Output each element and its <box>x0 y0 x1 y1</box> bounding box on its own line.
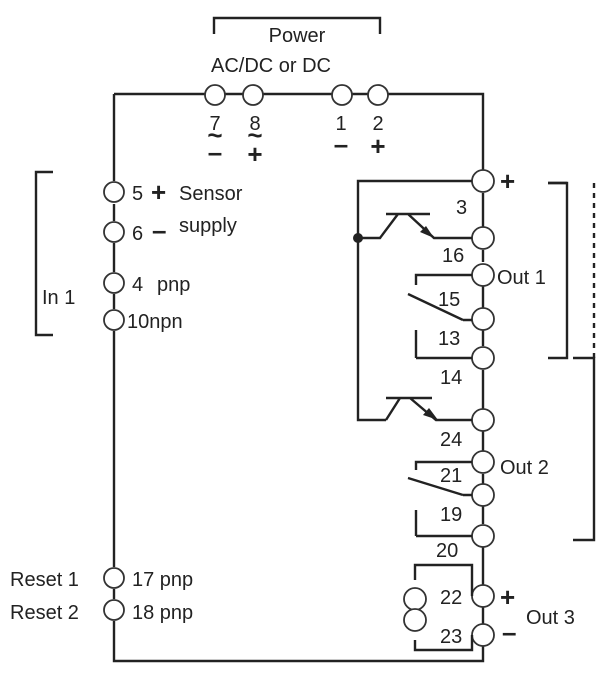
terminal-20 <box>471 524 495 548</box>
sensor-label: Sensor <box>179 183 243 205</box>
terminal-8-label: 8 <box>249 113 260 135</box>
terminal-4-label: 4 <box>132 274 143 296</box>
terminal-4-pnp-label: pnp <box>157 274 190 296</box>
terminal-3 <box>471 169 495 193</box>
terminal-4 <box>103 272 125 294</box>
transistor-2-arrow <box>423 408 438 420</box>
terminal-out1-common <box>471 263 495 287</box>
terminal-6 <box>103 221 125 243</box>
terminal-13 <box>471 307 495 331</box>
out3-label: Out 3 <box>526 607 575 629</box>
terminal-16 <box>471 226 495 250</box>
terminal-3-label: 3 <box>456 197 467 219</box>
out1-label: Out 1 <box>497 267 546 289</box>
supply-label: supply <box>179 215 237 237</box>
terminal-10-npn-label: 10npn <box>127 311 183 333</box>
terminal-5-label: 5 <box>132 183 143 205</box>
relay-contact-out2 <box>407 460 472 538</box>
terminal-2-plus-sign: + <box>370 131 385 161</box>
terminal-out2-common <box>471 450 495 474</box>
terminal-15-label: 15 <box>438 289 460 311</box>
terminal-8-plus-sign: + <box>247 139 262 169</box>
terminal-18-label: 18 pnp <box>132 602 193 624</box>
terminal-14 <box>471 346 495 370</box>
terminal-22-label: 22 <box>440 587 462 609</box>
in1-label: In 1 <box>42 287 75 309</box>
power-bracket <box>212 16 382 34</box>
terminal-10 <box>103 309 125 331</box>
terminal-24-label: 24 <box>440 429 462 451</box>
terminal-8 <box>242 84 264 106</box>
power-title: Power <box>269 25 326 47</box>
current-source-upper-circle <box>403 587 427 611</box>
relay-contact-out1 <box>407 273 472 360</box>
transistor-2 <box>384 396 472 422</box>
terminal-3-plus-sign: + <box>500 166 515 196</box>
power-subtitle: AC/DC or DC <box>211 55 331 77</box>
terminal-14-label: 14 <box>440 367 462 389</box>
out2-bracket <box>548 181 596 542</box>
reset2-label: Reset 2 <box>10 602 79 624</box>
terminal-7-label: 7 <box>209 113 220 135</box>
terminal-2 <box>367 84 389 106</box>
out1-bracket <box>548 181 569 360</box>
terminal-19 <box>471 483 495 507</box>
terminal-21-label: 21 <box>440 465 462 487</box>
current-source-wire <box>413 563 474 652</box>
terminal-17 <box>103 567 125 589</box>
sensor-plus-sign: + <box>151 177 166 207</box>
reset1-label: Reset 1 <box>10 569 79 591</box>
terminal-1-label: 1 <box>335 113 346 135</box>
terminal-23-minus-sign: – <box>502 617 516 647</box>
transistor-1 <box>358 212 472 240</box>
terminal-23-label: 23 <box>440 626 462 648</box>
terminal-2-label: 2 <box>372 113 383 135</box>
terminal-18 <box>103 599 125 621</box>
terminal-7 <box>204 84 226 106</box>
transistor-1-arrow <box>420 226 434 238</box>
housing-outline <box>112 92 485 663</box>
terminal-16-label: 16 <box>442 245 464 267</box>
terminal-13-label: 13 <box>438 328 460 350</box>
terminal-5 <box>103 181 125 203</box>
terminal-6-label: 6 <box>132 223 143 245</box>
supply-minus-sign: – <box>152 215 166 245</box>
in1-bracket <box>34 170 53 337</box>
out2-label: Out 2 <box>500 457 549 479</box>
terminal-19-label: 19 <box>440 504 462 526</box>
terminal-22-plus-sign: + <box>500 582 515 612</box>
terminal-17-label: 17 pnp <box>132 569 193 591</box>
current-source-lower-circle <box>403 608 427 632</box>
terminal-8-ac-symbol: ~ <box>247 120 262 150</box>
terminal-7-minus-sign: – <box>208 137 222 167</box>
terminal-7-ac-symbol: ~ <box>207 120 222 150</box>
terminal-1-minus-sign: – <box>334 129 348 159</box>
terminal-22 <box>471 584 495 608</box>
terminal-23 <box>471 623 495 647</box>
terminal-24 <box>471 408 495 432</box>
terminal-1 <box>331 84 353 106</box>
transistor-bus-wire <box>356 179 472 422</box>
terminal-20-label: 20 <box>436 540 458 562</box>
